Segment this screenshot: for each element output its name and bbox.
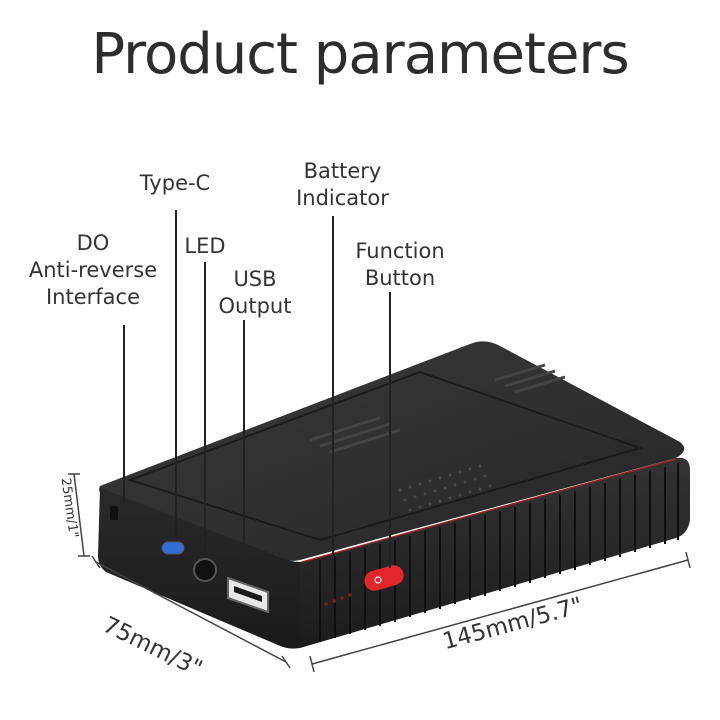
label-led-line1: LED <box>184 234 226 258</box>
label-battery-indicator: Battery Indicator <box>280 158 405 212</box>
label-do-interface: DO Anti-reverse Interface <box>18 230 168 311</box>
top-dot-pattern <box>398 464 492 512</box>
dim-width-line <box>95 561 287 663</box>
dim-length-line <box>311 559 689 665</box>
led-lamp <box>193 558 217 582</box>
label-do-line2: Anti-reverse <box>28 258 158 282</box>
function-button-graphic <box>364 565 404 591</box>
type-c-port <box>161 541 185 555</box>
device-top-face <box>99 341 685 561</box>
top-grille <box>309 363 566 454</box>
label-type-c: Type-C <box>120 170 230 197</box>
label-do-line3: Interface <box>45 285 141 309</box>
page-title: Product parameters <box>91 22 629 87</box>
usb-port <box>227 576 269 614</box>
label-battery-line1: Battery <box>303 159 382 183</box>
top-ridge <box>126 370 644 542</box>
leader-lines <box>123 210 391 596</box>
label-function-button: Function Button <box>335 238 465 292</box>
label-function-line1: Function <box>355 239 445 263</box>
label-usb-line1: USB <box>233 267 277 291</box>
device-side-face <box>300 457 690 648</box>
dim-height-line <box>73 473 85 557</box>
dimension-lines <box>68 473 691 673</box>
label-usb-line2: Output <box>218 294 292 318</box>
label-type-c-line1: Type-C <box>139 171 211 195</box>
label-function-line2: Button <box>364 266 436 290</box>
do-port <box>110 506 118 520</box>
battery-indicator-lights <box>324 593 352 606</box>
red-accent-line <box>301 458 677 563</box>
label-battery-line2: Indicator <box>296 186 389 210</box>
label-led: LED <box>170 233 240 260</box>
side-ribs <box>319 463 679 642</box>
label-usb-output: USB Output <box>200 266 310 320</box>
label-do-line1: DO <box>76 231 110 255</box>
